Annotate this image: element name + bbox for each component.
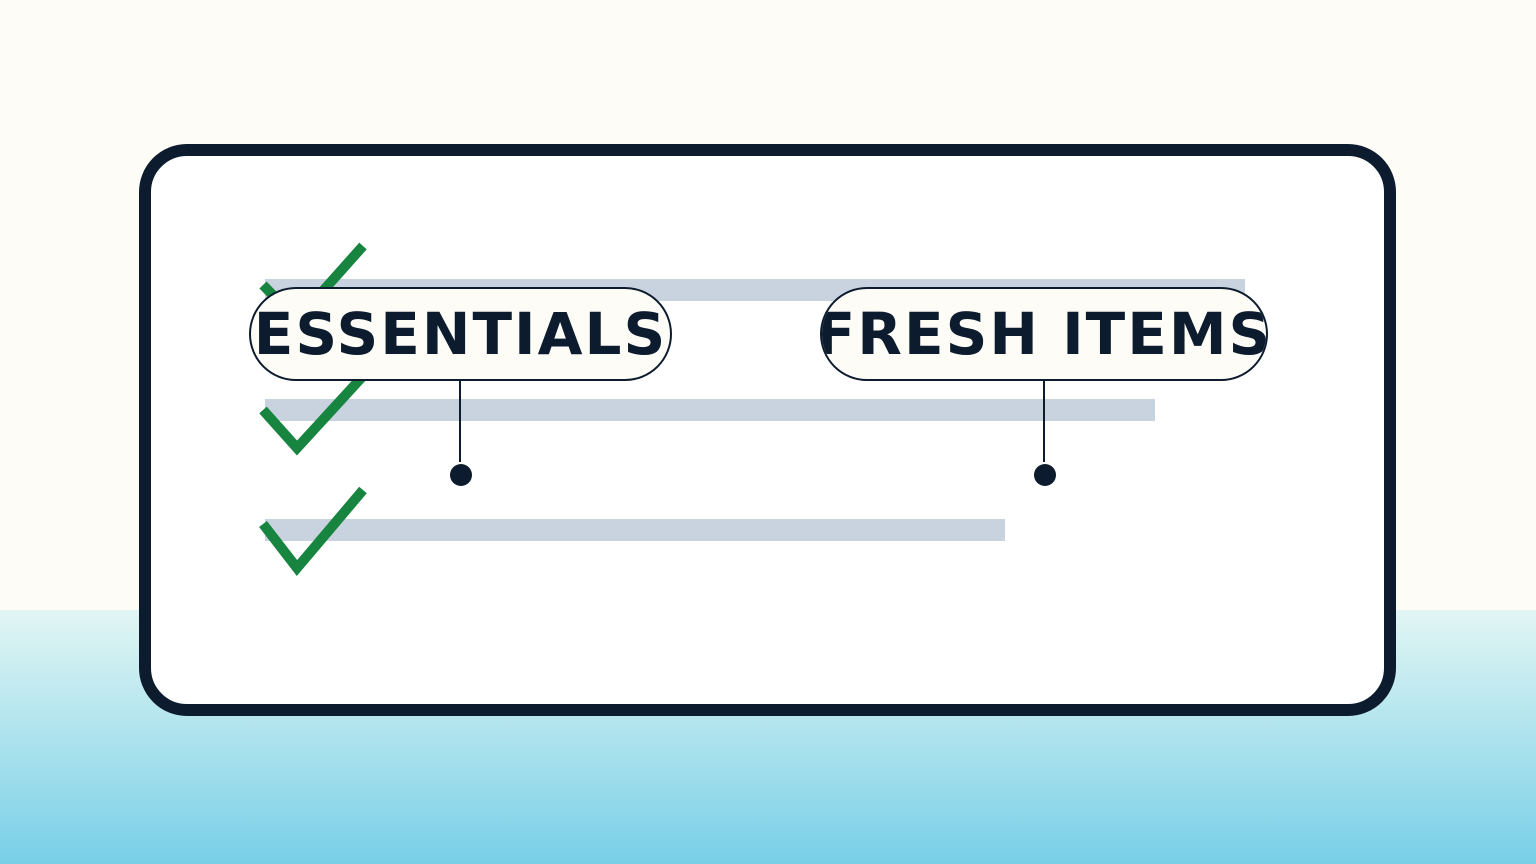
list-item-bar-3: [265, 519, 1005, 541]
essentials-label: ESSENTIALS: [249, 287, 672, 381]
dot-icon: [1034, 464, 1056, 486]
checklist-card: [139, 144, 1396, 716]
dot-icon: [450, 464, 472, 486]
fresh-items-connector-line: [1043, 380, 1045, 462]
check-mark-icon: [255, 484, 375, 584]
fresh-items-label: FRESH ITEMS: [820, 287, 1268, 381]
list-item-bar-2: [265, 399, 1155, 421]
check-mark-icon: [255, 370, 375, 470]
essentials-connector-line: [459, 380, 461, 462]
